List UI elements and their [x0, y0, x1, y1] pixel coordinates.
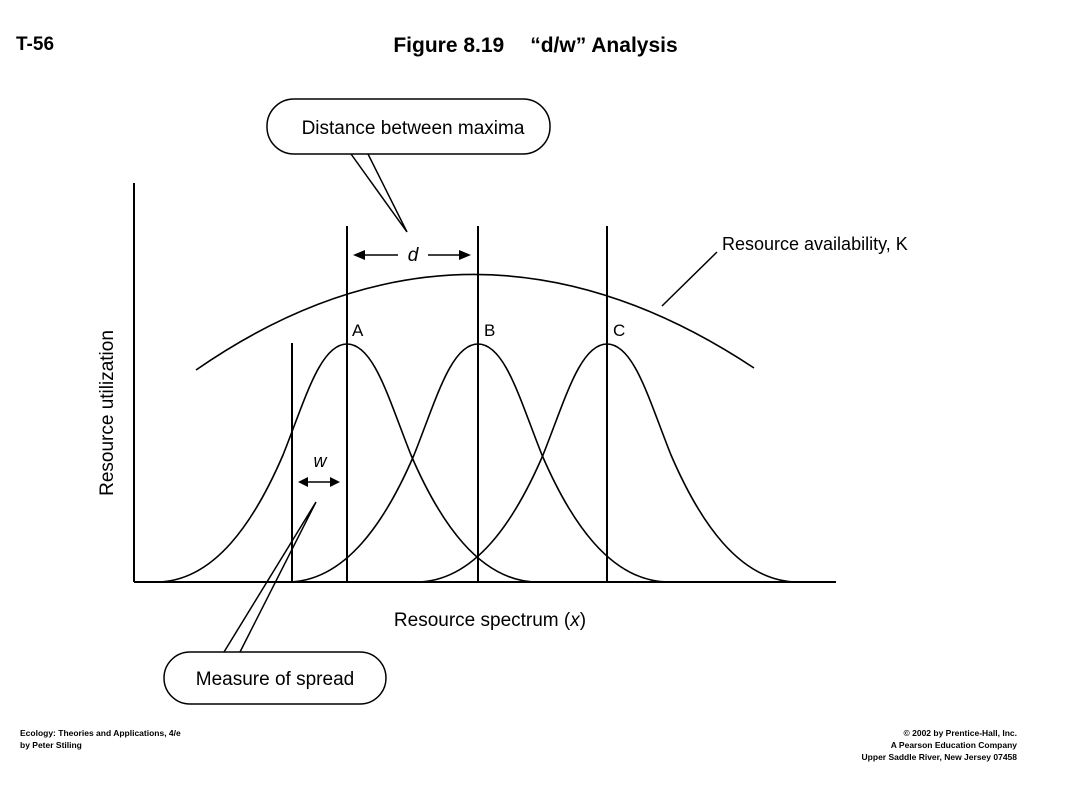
callout-top-pointer [350, 153, 408, 233]
footer-publisher-line: A Pearson Education Company [890, 740, 1017, 750]
callout-bottom-box [163, 651, 387, 705]
w-symbol: w [314, 451, 328, 471]
resource-availability-curve [195, 273, 755, 371]
footer-book-title: Ecology: Theories and Applications, 4/e [20, 728, 181, 738]
figure-number: Figure 8.19 [393, 34, 505, 57]
availability-label: Resource availability, K [722, 234, 908, 254]
footer-copyright-line: © 2002 by Prentice-Hall, Inc. [903, 728, 1017, 738]
footer-address-line: Upper Saddle River, New Jersey 07458 [861, 752, 1017, 762]
w-arrow-right-head [330, 477, 340, 487]
x-axis-label-prefix: Resource spectrum ( [394, 610, 571, 631]
x-axis-label: Resource spectrum (x) [394, 610, 586, 631]
figure-name: “d/w” Analysis [530, 34, 678, 57]
d-symbol: d [408, 245, 420, 266]
x-axis-label-suffix: ) [580, 610, 586, 631]
footer-author: by Peter Stiling [20, 740, 82, 750]
curve-label-b: B [484, 321, 495, 340]
callout-top-box [266, 98, 551, 155]
slide-id: T-56 [16, 34, 55, 55]
x-axis-label-var: x [569, 610, 581, 631]
curve-label-a: A [352, 321, 364, 340]
d-arrow-right-head [459, 250, 471, 260]
callout-bottom-pointer [223, 501, 317, 653]
d-arrow-left-head [353, 250, 365, 260]
callout-bottom-text: Measure of spread [196, 669, 354, 690]
figure-title: Figure 8.19 “d/w” Analysis [0, 34, 1071, 58]
callout-top-text: Distance between maxima [302, 118, 525, 139]
curve-label-c: C [613, 321, 625, 340]
footer-copyright: © 2002 by Prentice-Hall, Inc. A Pearson … [862, 727, 1017, 763]
footer-citation: Ecology: Theories and Applications, 4/e … [20, 727, 181, 751]
w-arrow-left-head [298, 477, 308, 487]
availability-leader-line [661, 251, 718, 307]
y-axis-label: Resource utilization [97, 330, 118, 496]
